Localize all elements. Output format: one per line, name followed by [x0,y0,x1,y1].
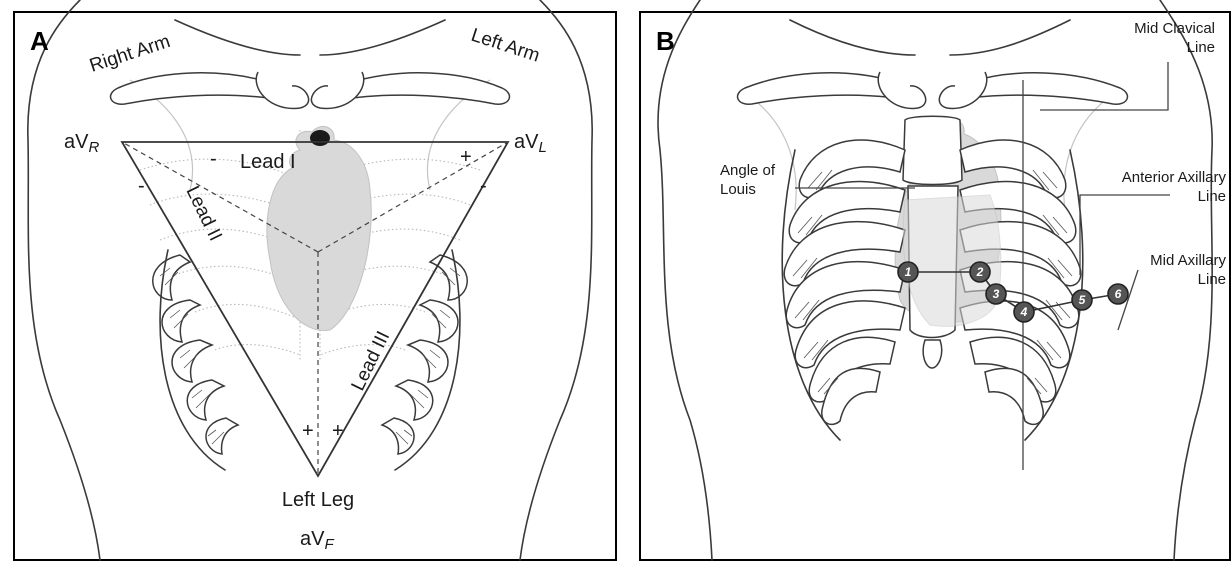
avf-label: aVF [300,528,334,553]
electrode-v2: 2 [970,262,990,282]
panel-a-clavicles [111,72,510,108]
svg-text:3: 3 [993,287,1000,301]
mid-axillary-label-line2: Line [1198,271,1226,288]
anterior-axillary-label-line2: Line [1198,188,1226,205]
panel-a-left-ribs [153,250,238,470]
mid-clavical-label-line2: Line [1187,39,1215,56]
right-arm-label: Right Arm [87,31,173,77]
panel-a-right-ribs [382,250,467,470]
lead-i-plus-sign: + [460,146,472,168]
angle-of-louis-label-line1: Angle of [720,162,776,179]
panel-b-left-ribs [782,140,905,440]
lead-ii-label: Lead II [182,183,226,244]
mid-clavical-label-line1: Mid Clavical [1134,20,1215,37]
avl-label: aVL [514,131,547,156]
panel-a-letter: A [30,26,49,56]
lead-iii-label: Lead III [348,328,395,394]
lead-ii-minus-sign: - [138,175,145,197]
svg-text:2: 2 [976,265,984,279]
mid-axillary-label-line1: Mid Axillary [1150,252,1226,269]
lead-iii-plus-sign: + [332,420,344,442]
left-leg-label: Left Leg [282,489,354,511]
svg-text:6: 6 [1115,287,1122,301]
panel-b-clavicles [738,72,1128,108]
svg-text:1: 1 [905,265,912,279]
electrode-v4: 4 [1014,302,1034,322]
electrode-v1: 1 [898,262,918,282]
panel-b-letter: B [656,26,675,56]
lead-i-label: Lead I [240,151,296,173]
avr-label: aVR [64,131,99,156]
anterior-axillary-label-line1: Anterior Axillary [1122,169,1227,186]
electrode-v3: 3 [986,284,1006,304]
svg-text:5: 5 [1079,293,1086,307]
panel-a: A Right Arm Left Arm aVR aVL Lead I Lead… [14,0,616,560]
left-arm-label: Left Arm [468,25,542,67]
electrode-v6: 6 [1108,284,1128,304]
panel-b-heart-overlay [903,195,1001,326]
lead-ii-plus-sign: + [302,420,314,442]
svg-text:4: 4 [1020,305,1028,319]
angle-of-louis-label-line2: Louis [720,181,756,198]
panel-b: 1 2 3 4 5 6 B Mid [640,0,1230,560]
lead-iii-minus-sign: - [480,175,487,197]
electrode-v5: 5 [1072,290,1092,310]
lead-i-minus-sign: - [210,148,217,170]
aorta-icon [310,130,330,146]
